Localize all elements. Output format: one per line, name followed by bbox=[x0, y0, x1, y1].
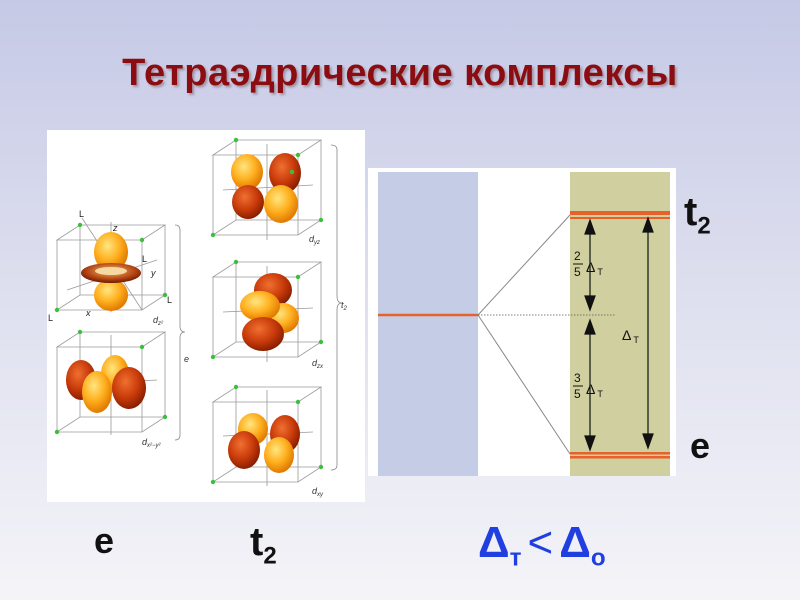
dxy-lobes bbox=[228, 413, 300, 473]
dzx-label: dzx bbox=[312, 358, 324, 370]
fraction-top-numerator: 2 bbox=[574, 249, 581, 263]
e-group-label: e bbox=[184, 354, 189, 364]
t2-group-bracket bbox=[330, 144, 343, 471]
t2-level bbox=[570, 211, 670, 215]
dxy-ligands bbox=[210, 384, 324, 485]
energy-levels bbox=[378, 211, 670, 459]
dzx-ligands bbox=[210, 259, 324, 360]
e-level-shadow bbox=[570, 456, 670, 459]
slide-title: Тетраэдрические комплексы bbox=[122, 52, 678, 94]
e-level-label: e bbox=[690, 425, 711, 466]
fraction-top-denominator: 5 bbox=[574, 265, 581, 279]
fraction-bottom-numerator: 3 bbox=[574, 371, 581, 385]
t2-group-label: t2 bbox=[341, 300, 348, 312]
correlation-lines bbox=[477, 214, 571, 455]
axis-L-label: L bbox=[48, 313, 53, 323]
dz2-ligands bbox=[54, 222, 168, 313]
splitting-relation: Δт<Δo bbox=[478, 518, 606, 572]
dz2-label: dz² bbox=[153, 315, 164, 327]
axis-y-label: y bbox=[150, 268, 156, 278]
dyz-orbital-box bbox=[211, 139, 323, 240]
free-ion-column bbox=[378, 172, 478, 476]
axis-L-label: L bbox=[79, 209, 84, 219]
dx2y2-ligands bbox=[54, 329, 168, 435]
axis-x-label: x bbox=[85, 308, 91, 318]
e-group-bracket bbox=[174, 224, 186, 441]
e-orbitals-caption: e bbox=[94, 520, 115, 561]
splitting-arrows bbox=[584, 216, 654, 452]
dx2y2-lobes bbox=[66, 355, 146, 413]
tetrahedral-field-column bbox=[570, 172, 670, 476]
dyz-lobes bbox=[231, 153, 301, 223]
dxy-orbital-box bbox=[211, 386, 323, 486]
t2-level-label: t2 bbox=[684, 190, 711, 240]
dz2-lobes bbox=[81, 232, 141, 311]
t2-orbitals-caption: t2 bbox=[250, 520, 277, 570]
dxy-label: dxy bbox=[312, 486, 324, 498]
e-level bbox=[570, 452, 670, 455]
t2-level-shadow bbox=[570, 217, 670, 219]
axis-z-label: z bbox=[112, 223, 118, 233]
orbital-svg: L L L L z y x dz² bbox=[48, 137, 348, 498]
dzx-lobes bbox=[240, 273, 299, 351]
axis-L-label: L bbox=[142, 254, 147, 264]
dyz-ligands bbox=[210, 137, 324, 238]
dyz-label: dyz bbox=[309, 234, 320, 246]
dx2y2-label: dx²−y² bbox=[142, 437, 162, 449]
fraction-bottom-denominator: 5 bbox=[574, 387, 581, 401]
orbital-illustration: L L L L z y x dz² bbox=[47, 130, 365, 502]
axis-L-label: L bbox=[167, 295, 172, 305]
